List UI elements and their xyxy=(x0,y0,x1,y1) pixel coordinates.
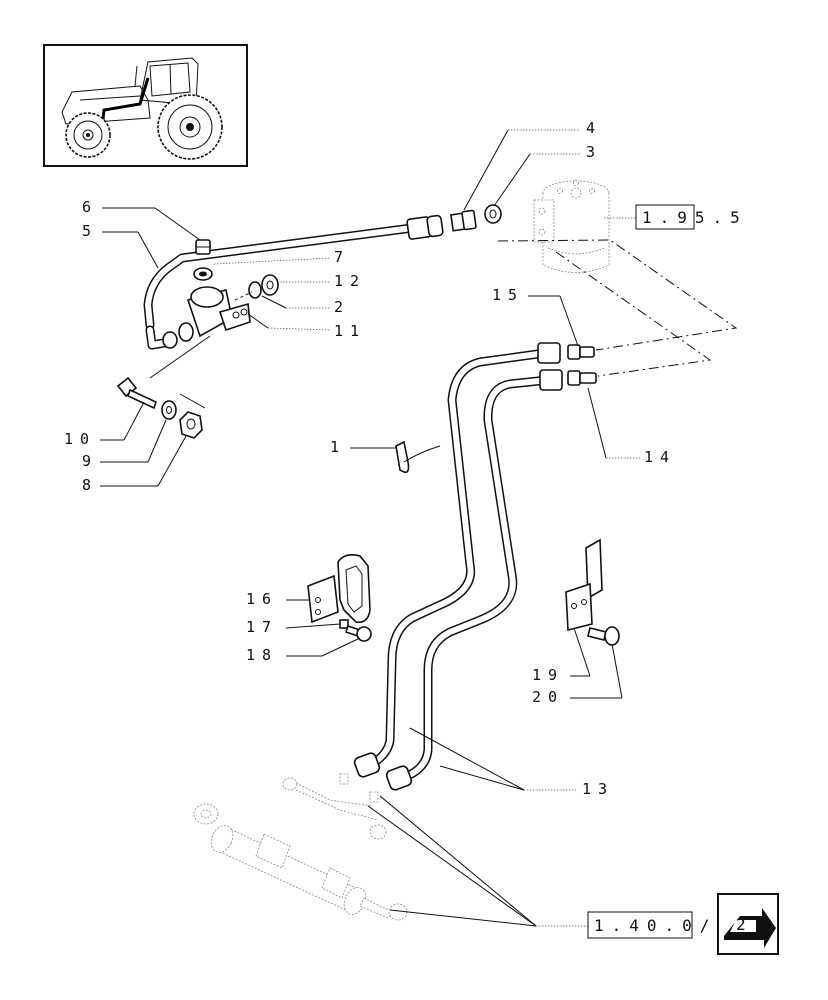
leader-lines xyxy=(100,129,640,927)
valve-small-parts xyxy=(193,239,279,301)
cylinder-reference: 1.40.0/ xyxy=(587,911,717,939)
callout-labels: 4 3 6 5 7 12 2 11 15 14 10 9 8 1 16 17 1… xyxy=(64,119,676,798)
upper-pipe xyxy=(143,204,502,330)
callout-11: 11 xyxy=(334,322,366,340)
callout-9: 9 xyxy=(82,452,98,470)
callout-15: 15 xyxy=(492,286,524,304)
bracket-16 xyxy=(307,554,372,642)
tractor-thumbnail xyxy=(43,44,248,167)
oil-cooler-ghost xyxy=(533,180,610,273)
callout-6: 6 xyxy=(82,198,98,216)
next-page-number: 2 xyxy=(736,915,754,934)
tractor-locator-icon xyxy=(61,57,223,160)
cylinder-ref-text: 1.40.0/ xyxy=(594,916,717,935)
callout-3: 3 xyxy=(586,143,602,161)
callout-2: 2 xyxy=(334,298,350,316)
callout-18: 18 xyxy=(246,646,278,664)
oil-cooler-reference: 1.95.5 xyxy=(635,204,748,230)
steering-cylinder-ghost xyxy=(193,773,408,921)
callout-1: 1 xyxy=(330,438,346,456)
callout-14: 14 xyxy=(644,448,676,466)
callout-16: 16 xyxy=(246,590,278,608)
callout-10: 10 xyxy=(64,430,96,448)
connection-lines xyxy=(497,239,738,377)
callout-20: 20 xyxy=(532,688,564,706)
callout-12: 12 xyxy=(334,272,366,290)
twin-pipes xyxy=(353,342,563,791)
next-page-arrow-icon[interactable]: 2 xyxy=(717,893,779,955)
pipe-clip xyxy=(395,440,441,474)
oil-cooler-ref-text: 1.95.5 xyxy=(642,208,748,227)
callout-4: 4 xyxy=(586,119,602,137)
callout-5: 5 xyxy=(82,222,98,240)
bracket-19 xyxy=(565,538,620,646)
lower-pipe-stub xyxy=(145,322,194,350)
fasteners-10-9-8 xyxy=(116,335,211,439)
callout-19: 19 xyxy=(532,666,564,684)
callout-17: 17 xyxy=(246,618,278,636)
callout-8: 8 xyxy=(82,476,98,494)
callout-7: 7 xyxy=(334,248,350,266)
adaptors-15-14 xyxy=(567,344,597,386)
valve-block xyxy=(186,286,251,338)
callout-13: 13 xyxy=(582,780,614,798)
